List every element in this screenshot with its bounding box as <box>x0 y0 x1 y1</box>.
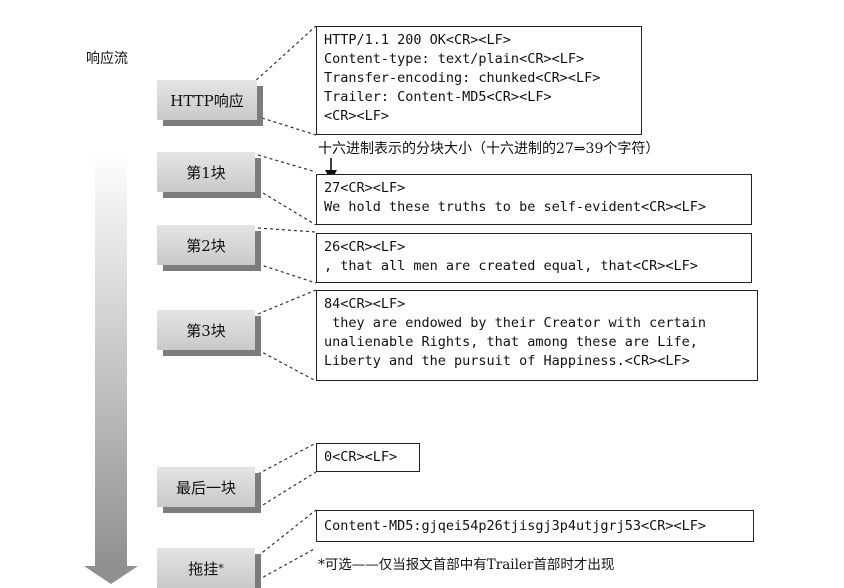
block-trailer-label: 拖挂 <box>188 559 219 578</box>
http-header-line: <CR><LF> <box>324 108 390 124</box>
chunk-2-line: , that all men are created equal, that<C… <box>324 258 698 274</box>
chunk-3-line: unalienable Rights, that among these are… <box>324 334 698 350</box>
chunk-3-box: 84<CR><LF> they are endowed by their Cre… <box>316 290 758 381</box>
block-last-chunk-label: 最后一块 <box>175 478 236 497</box>
last-chunk-line: 0<CR><LF> <box>324 449 398 465</box>
trailer-optional-mark: * <box>218 561 224 575</box>
chunk-3-line: 84<CR><LF> <box>324 296 406 312</box>
trailer-box: Content-MD5:gjqei54p26tjisgj3p4utjgrj53<… <box>316 510 754 542</box>
http-header-line: Content-type: text/plain<CR><LF> <box>324 51 585 67</box>
http-header-box: HTTP/1.1 200 OK<CR><LF> Content-type: te… <box>316 26 642 135</box>
block-chunk-2-label: 第2块 <box>186 236 226 255</box>
chunk-2-box: 26<CR><LF> , that all men are created eq… <box>316 233 752 283</box>
chunk-2-line: 26<CR><LF> <box>324 239 406 255</box>
stream-label: 响应流 <box>86 51 128 67</box>
block-chunk-1-label: 第1块 <box>186 163 226 182</box>
chunk-1-line: 27<CR><LF> <box>324 180 406 196</box>
http-header-line: Trailer: Content-MD5<CR><LF> <box>324 89 552 105</box>
chunk-3-line: Liberty and the pursuit of Happiness.<CR… <box>324 353 690 369</box>
block-http-response-label: HTTP响应 <box>170 91 244 110</box>
optional-note: *可选——仅当报文首部中有Trailer首部时才出现 <box>318 557 615 573</box>
chunk-1-box: 27<CR><LF> We hold these truths to be se… <box>316 174 752 225</box>
stream-arrow-icon <box>84 150 138 584</box>
http-header-line: HTTP/1.1 200 OK<CR><LF> <box>324 32 511 48</box>
chunk-size-note: 十六进制表示的分块大小（十六进制的27⇒39个字符） <box>318 141 660 157</box>
block-chunk-3-label: 第3块 <box>186 321 226 340</box>
chunk-3-line: they are endowed by their Creator with c… <box>324 315 707 331</box>
block-chunk-1: 第1块 <box>157 152 255 192</box>
block-chunk-2: 第2块 <box>157 225 255 265</box>
dashed-connectors <box>251 25 317 581</box>
block-chunk-3: 第3块 <box>157 310 255 350</box>
block-http-response: HTTP响应 <box>157 80 257 120</box>
trailer-line: Content-MD5:gjqei54p26tjisgj3p4utjgrj53<… <box>324 518 707 534</box>
chunk-1-line: We hold these truths to be self-evident<… <box>324 199 707 215</box>
http-header-line: Transfer-encoding: chunked<CR><LF> <box>324 70 601 86</box>
block-trailer: 拖挂* <box>157 548 255 588</box>
block-last-chunk: 最后一块 <box>157 467 255 507</box>
last-chunk-box: 0<CR><LF> <box>316 443 420 472</box>
